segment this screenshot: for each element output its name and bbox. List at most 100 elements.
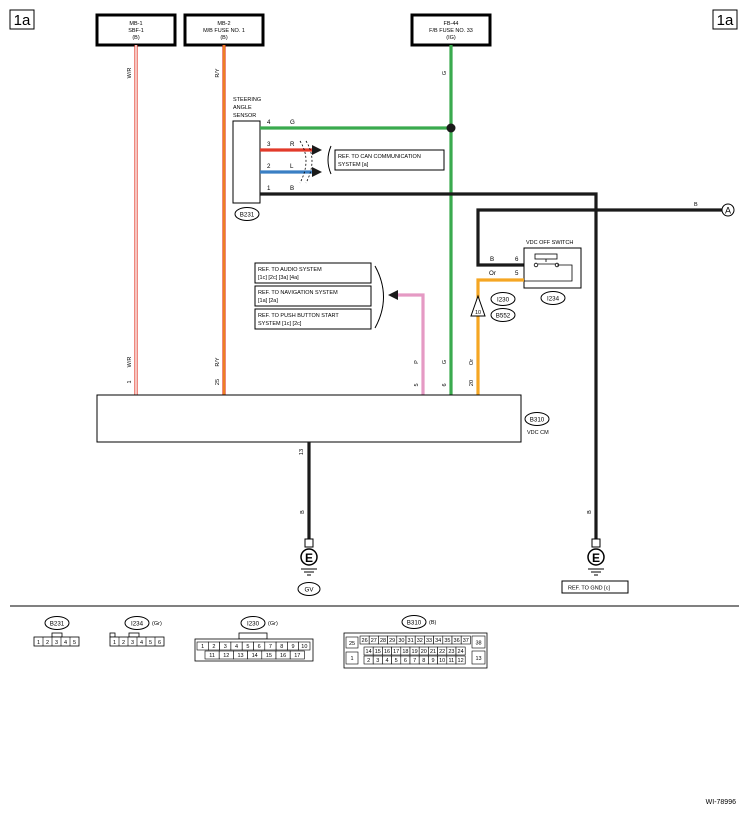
svg-text:I234: I234 xyxy=(547,296,560,303)
svg-text:5: 5 xyxy=(73,640,76,646)
b310-pin: 28 xyxy=(380,638,386,644)
svg-text:MB-1: MB-1 xyxy=(129,21,142,27)
b310-pin: 35 xyxy=(444,638,450,644)
i230-pin: 10 xyxy=(301,644,307,650)
b310-pin: 8 xyxy=(422,658,425,664)
vdc-cm-connector-b310: B310 xyxy=(524,412,550,426)
svg-text:SBF-1: SBF-1 xyxy=(128,28,144,34)
svg-text:REF. TO PUSH BUTTON START: REF. TO PUSH BUTTON START xyxy=(258,313,339,319)
b310-cell xyxy=(455,646,466,656)
i230-pin: 11 xyxy=(209,653,215,659)
wire-switch-b xyxy=(476,208,722,267)
joint-connector-i230: I230 xyxy=(490,292,516,306)
vdc-pin-13: 13 xyxy=(299,449,305,455)
off-page-connector-a: A xyxy=(721,203,735,217)
vdc-off-switch: VDC OFF SWITCH xyxy=(523,240,582,289)
arrow-can-r xyxy=(312,145,322,155)
svg-text:B231: B231 xyxy=(50,621,65,628)
fuse-mb1: MB-1 SBF-1 (B) xyxy=(95,13,177,47)
i230-pin: 15 xyxy=(266,653,272,659)
svg-text:M/B FUSE NO. 1: M/B FUSE NO. 1 xyxy=(203,28,245,34)
wire-label-b-right: B xyxy=(694,202,698,208)
switch-pin-6: 6 xyxy=(515,256,519,263)
svg-text:3: 3 xyxy=(131,640,134,646)
svg-text:(B): (B) xyxy=(429,620,437,626)
svg-text:STEERING: STEERING xyxy=(233,97,261,103)
svg-text:I234: I234 xyxy=(131,621,144,628)
b310-pin: 26 xyxy=(362,638,368,644)
wire-label-p-bottom: P xyxy=(414,360,420,364)
ground-left: E GV xyxy=(297,538,321,596)
vdc-cm-box xyxy=(96,394,522,443)
b310-pin: 27 xyxy=(371,638,377,644)
i230-pin: 8 xyxy=(280,644,283,650)
b310-pin: 23 xyxy=(448,649,454,655)
b310-pin: 17 xyxy=(393,649,399,655)
wire-label-b-gnd: B xyxy=(587,510,593,514)
b310-pin: 21 xyxy=(430,649,436,655)
sensor-pin-1-color: B xyxy=(290,185,294,192)
b310-pin: 36 xyxy=(454,638,460,644)
b310-pin: 19 xyxy=(412,649,418,655)
page-tag-right: 1a xyxy=(717,12,734,29)
b310-pin: 18 xyxy=(402,649,408,655)
sensor-pin-2-color: L xyxy=(290,163,294,170)
svg-text:(Gr): (Gr) xyxy=(268,621,278,627)
svg-text:(IG): (IG) xyxy=(446,35,456,41)
svg-text:F/B FUSE NO. 33: F/B FUSE NO. 33 xyxy=(429,28,473,34)
sensor-pin-4-color: G xyxy=(290,119,295,126)
i230-pin: 7 xyxy=(269,644,272,650)
b310-pin: 7 xyxy=(413,658,416,664)
b310-pin: 30 xyxy=(398,638,404,644)
svg-text:3: 3 xyxy=(55,640,58,646)
b310-pin: 11 xyxy=(449,658,455,664)
svg-text:13: 13 xyxy=(475,656,481,662)
switch-pin-6-color: B xyxy=(490,256,494,263)
twisted-pair-mark xyxy=(299,140,307,184)
joint-connector-b552: B552 xyxy=(490,308,516,322)
b310-pin: 12 xyxy=(458,658,464,664)
svg-text:REF. TO NAVIGATION SYSTEM: REF. TO NAVIGATION SYSTEM xyxy=(258,290,338,296)
page-tag-right-box xyxy=(712,9,738,30)
arrow-can-l xyxy=(312,167,322,177)
fuse-mb2: MB-2 M/B FUSE NO. 1 (B) xyxy=(183,13,265,47)
switch-pin-5: 5 xyxy=(515,270,519,277)
junction-dot xyxy=(446,123,456,133)
svg-text:B231: B231 xyxy=(240,212,255,219)
b310-pin: 31 xyxy=(408,638,414,644)
b310-pin: 34 xyxy=(435,638,441,644)
b310-pin: 10 xyxy=(439,658,445,664)
svg-text:E: E xyxy=(592,551,600,565)
svg-text:1: 1 xyxy=(37,640,40,646)
wire-label-b-vdc: B xyxy=(300,510,306,514)
b310-pin: 20 xyxy=(421,649,427,655)
sensor-pin-3-color: R xyxy=(290,141,295,148)
wire-label-wr-bottom: W/R xyxy=(127,357,133,368)
fuse-fb44: FB-44 F/B FUSE NO. 33 (IG) xyxy=(410,13,492,47)
b310-pin: 24 xyxy=(458,649,464,655)
sensor-connector-b231: B231 xyxy=(234,207,260,221)
wire-label-g-top: G xyxy=(442,71,448,75)
svg-text:4: 4 xyxy=(140,640,143,646)
i230-pin: 17 xyxy=(294,653,300,659)
svg-text:I230: I230 xyxy=(247,621,260,628)
b310-pin: 5 xyxy=(395,658,398,664)
i230-pin: 5 xyxy=(246,644,249,650)
i230-pin: 12 xyxy=(223,653,229,659)
b310-pin: 29 xyxy=(389,638,395,644)
ref-audio: REF. TO AUDIO SYSTEM [1c] [2c] [3a] [4a] xyxy=(254,262,372,284)
i230-pin: 2 xyxy=(212,644,215,650)
ground-right: E REF. TO GND [c] xyxy=(561,538,629,594)
svg-text:E: E xyxy=(305,551,313,565)
svg-text:(B): (B) xyxy=(132,35,140,41)
svg-text:MB-2: MB-2 xyxy=(217,21,230,27)
svg-text:25: 25 xyxy=(349,641,355,647)
svg-text:VDC OFF SWITCH: VDC OFF SWITCH xyxy=(526,240,573,246)
wire-label-g-bottom: G xyxy=(442,360,448,364)
b310-pin: 6 xyxy=(404,658,407,664)
ref-can: REF. TO CAN COMMUNICATION SYSTEM [a] xyxy=(334,149,445,171)
page-tag-left-box xyxy=(9,9,35,30)
